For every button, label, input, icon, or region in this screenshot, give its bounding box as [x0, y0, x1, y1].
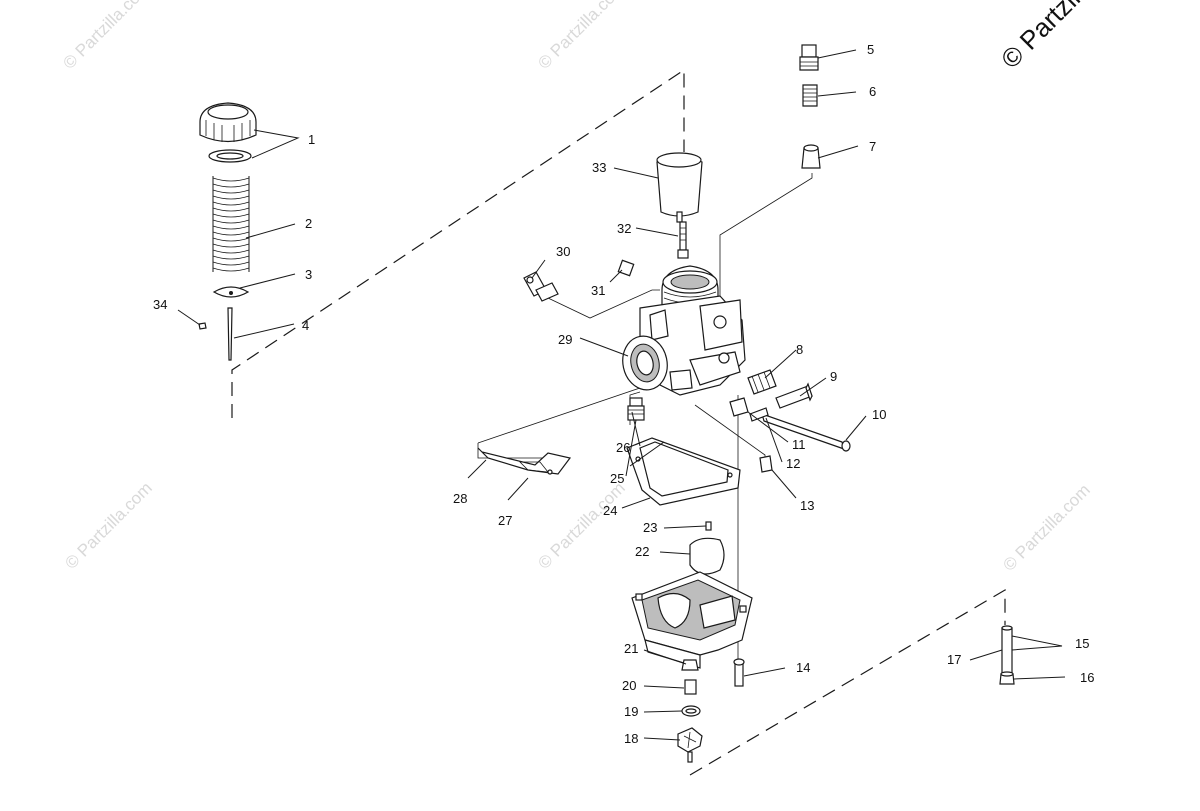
callout-2: 2 — [305, 216, 312, 231]
idle-spring — [747, 369, 777, 395]
needle-valve — [705, 521, 712, 531]
watermarks: © Partzilla.com © Partzilla.com © Partzi… — [59, 0, 1100, 575]
callout-28: 28 — [453, 491, 467, 506]
watermark: © Partzilla.com — [61, 478, 155, 572]
plug — [617, 259, 635, 277]
callout-27: 27 — [498, 513, 512, 528]
drain-nut — [681, 659, 699, 671]
callout-9: 9 — [830, 369, 837, 384]
callout-29: 29 — [558, 332, 572, 347]
watermark: © Partzilla.com — [534, 0, 628, 73]
watermark: © Partzilla.com — [59, 0, 153, 73]
watermark: © Partzilla.com — [534, 478, 628, 572]
callout-23: 23 — [643, 520, 657, 535]
callout-7: 7 — [869, 139, 876, 154]
assembly-lines — [231, 68, 1006, 776]
callout-11: 11 — [792, 437, 806, 452]
copyright-notice: © Partzilla — [995, 0, 1101, 74]
callout-12: 12 — [786, 456, 800, 471]
float-pin-parts — [999, 625, 1015, 685]
callout-16: 16 — [1080, 670, 1094, 685]
callout-22: 22 — [635, 544, 649, 559]
slide-assembly — [198, 102, 257, 361]
adjuster-spring — [802, 84, 818, 107]
callout-17: 17 — [947, 652, 961, 667]
callout-13: 13 — [800, 498, 814, 513]
callout-19: 19 — [624, 704, 638, 719]
drain-screw — [677, 727, 703, 753]
float-pin-bracket — [477, 447, 572, 475]
jet-needle — [227, 307, 233, 361]
right-parts — [729, 369, 851, 473]
callout-30: 30 — [556, 244, 570, 259]
float-pin — [1001, 627, 1013, 675]
carburetor-body — [622, 265, 746, 396]
callout-1: 1 — [308, 132, 315, 147]
float — [689, 537, 725, 575]
callout-5: 5 — [867, 42, 874, 57]
drain-parts — [677, 658, 745, 763]
callout-8: 8 — [796, 342, 803, 357]
callout-33: 33 — [592, 160, 606, 175]
cable-adjuster — [801, 44, 817, 58]
drain-fitting — [684, 679, 697, 695]
mixture-screw — [749, 407, 769, 422]
callout-10: 10 — [872, 407, 886, 422]
cable-adjuster-parts — [799, 44, 821, 169]
callout-6: 6 — [869, 84, 876, 99]
float-bowl-assembly — [631, 521, 753, 669]
callout-3: 3 — [305, 267, 312, 282]
callout-21: 21 — [624, 641, 638, 656]
callout-32: 32 — [617, 221, 631, 236]
callout-24: 24 — [603, 503, 617, 518]
callout-15: 15 — [1075, 636, 1089, 651]
needle-jet — [627, 405, 645, 421]
callout-4: 4 — [302, 318, 309, 333]
callout-20: 20 — [622, 678, 636, 693]
callout-labels: 1 2 3 4 5 6 7 8 9 10 11 12 13 14 15 16 1… — [153, 42, 1094, 746]
callout-26: 26 — [616, 440, 630, 455]
watermark: © Partzilla.com — [999, 480, 1093, 574]
callout-14: 14 — [796, 660, 810, 675]
upper-parts — [523, 152, 703, 302]
callout-25: 25 — [610, 471, 624, 486]
leader-lines — [177, 49, 1066, 741]
throttle-spring — [212, 175, 250, 273]
mixture-spring — [729, 397, 749, 417]
pilot-screw — [679, 221, 687, 251]
callout-34: 34 — [153, 297, 167, 312]
callout-31: 31 — [591, 283, 605, 298]
jet-and-gasket — [626, 397, 741, 506]
bracket — [477, 447, 572, 475]
callout-18: 18 — [624, 731, 638, 746]
e-clip — [198, 322, 207, 330]
jet — [759, 455, 773, 473]
